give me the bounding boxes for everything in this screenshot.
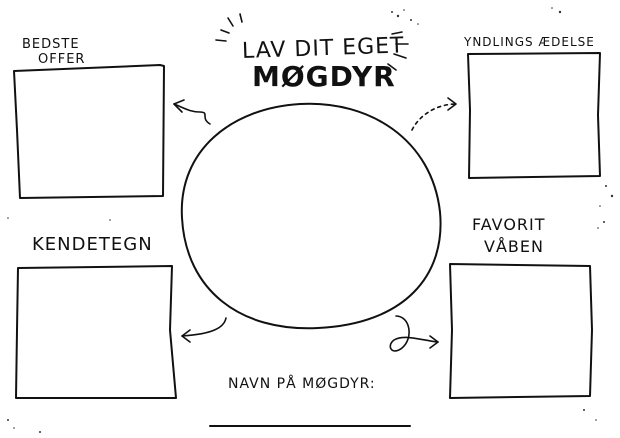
- title-line-1: LAV DIT EGET: [242, 33, 405, 64]
- favorite-food-section: YNDLINGS ÆDELSE: [463, 35, 601, 179]
- traits-box[interactable]: [15, 265, 177, 399]
- best-victim-section: BEDSTE OFFER: [13, 37, 165, 199]
- arrow-to-favorite-food: [411, 103, 457, 131]
- best-victim-box[interactable]: [13, 64, 165, 199]
- favorite-weapon-section: FAVORIT VÅBEN: [449, 215, 593, 399]
- best-victim-label-line-2: OFFER: [38, 52, 85, 67]
- favorite-weapon-box[interactable]: [449, 263, 593, 399]
- arrow-to-favorite-weapon: [389, 315, 439, 352]
- favorite-food-box[interactable]: [467, 52, 601, 179]
- traits-section: KENDETEGN: [15, 234, 177, 399]
- best-victim-label-line-1: BEDSTE: [22, 37, 80, 52]
- name-field-label: NAVN PÅ MØGDYR:: [228, 375, 376, 392]
- title-line-2: MØGDYR: [252, 60, 396, 93]
- arrowhead-traits: [181, 329, 191, 343]
- traits-label: KENDETEGN: [32, 234, 153, 255]
- paper-specks: [7, 7, 614, 433]
- arrow-to-traits: [181, 317, 227, 337]
- arrowhead-favorite-food: [447, 97, 457, 111]
- title-emphasis-marks: [215, 13, 409, 71]
- arrow-to-best-victim: [173, 103, 211, 125]
- favorite-food-label: YNDLINGS ÆDELSE: [463, 35, 595, 49]
- name-field: NAVN PÅ MØGDYR:: [209, 375, 411, 427]
- drawing-circle[interactable]: [180, 102, 442, 330]
- favorite-weapon-label-line-2: VÅBEN: [484, 237, 544, 256]
- favorite-weapon-label-line-1: FAVORIT: [472, 215, 546, 234]
- title-group: LAV DIT EGET MØGDYR: [242, 33, 405, 93]
- arrows: [173, 97, 457, 352]
- arrowhead-best-victim: [173, 99, 185, 113]
- arrowhead-favorite-weapon: [429, 335, 439, 349]
